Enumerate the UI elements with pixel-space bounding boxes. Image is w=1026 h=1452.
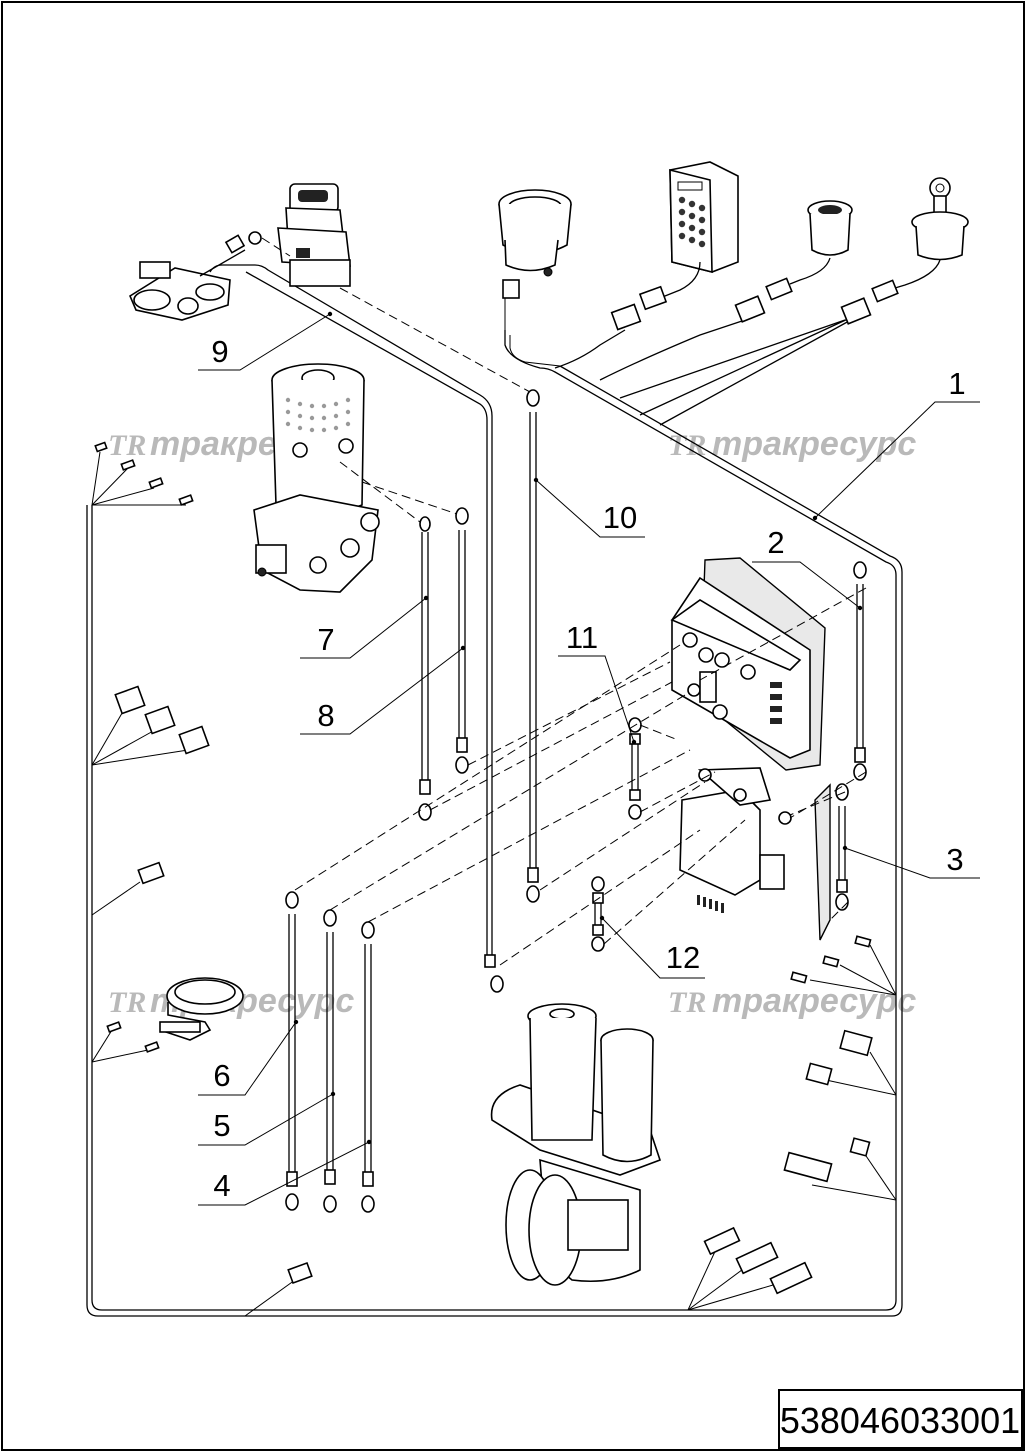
socket-icon [734, 200, 853, 323]
svg-text:6: 6 [213, 1058, 230, 1093]
terminal-group-right [790, 935, 897, 996]
cable-12 [591, 876, 605, 952]
svg-text:12: 12 [666, 940, 700, 975]
connector-group-right-mid [805, 1029, 897, 1096]
svg-text:тракресурс: тракресурс [712, 982, 916, 1020]
callout-12: 12 [599, 915, 705, 979]
callout-1: 1 [948, 366, 965, 401]
callout-10: 10 [533, 477, 645, 538]
svg-text:10: 10 [603, 500, 637, 535]
connector-group-right-low [783, 1137, 897, 1201]
cable-8 [455, 507, 469, 774]
cable-6 [285, 891, 299, 1211]
svg-text:7: 7 [317, 622, 334, 657]
projection-lines [294, 587, 867, 966]
drive-unit-icon [490, 1003, 662, 1286]
callout-7: 7 [300, 595, 429, 659]
switch-icon [277, 183, 351, 287]
gauge-icon [498, 189, 572, 345]
svg-text:4: 4 [213, 1168, 230, 1203]
key-switch-icon [840, 177, 969, 325]
part-code-box: 538046033001 [778, 1389, 1023, 1449]
keypad-icon [610, 161, 739, 331]
svg-text:9: 9 [211, 334, 228, 369]
horn-icon [159, 977, 244, 1041]
watermark-2: TR тракресурс [668, 425, 916, 463]
callout-11: 11 [558, 620, 637, 745]
svg-text:TR: TR [108, 429, 146, 462]
cable-2 [853, 561, 867, 781]
cable-7 [418, 516, 432, 821]
cable-10 [526, 389, 540, 903]
svg-text:11: 11 [566, 620, 598, 655]
svg-text:8: 8 [317, 698, 334, 733]
part-code: 538046033001 [780, 1400, 1020, 1441]
cable-4 [361, 921, 375, 1213]
pump-motor-icon [253, 363, 380, 593]
connector-bottom-left [244, 1261, 313, 1317]
callout-2: 2 [752, 525, 863, 611]
callout-3: 3 [842, 842, 980, 879]
fuse-holder-icon [128, 231, 262, 321]
svg-text:TR: TR [668, 986, 706, 1019]
terminal-group-horn [91, 1021, 160, 1063]
svg-text:5: 5 [213, 1108, 230, 1143]
svg-text:2: 2 [767, 525, 784, 560]
callout-5: 5 [198, 1091, 336, 1146]
callout-9: 9 [198, 311, 333, 371]
svg-text:тракресурс: тракресурс [712, 425, 916, 463]
callout-8: 8 [300, 645, 466, 735]
cable-3 [835, 783, 849, 911]
callout-4: 4 [198, 1139, 372, 1206]
main-harness [86, 264, 980, 1317]
svg-text:3: 3 [946, 842, 963, 877]
connector-left-mid [91, 861, 165, 916]
terminal-group-top-left [91, 441, 194, 506]
svg-text:TR: TR [108, 986, 146, 1019]
svg-text:1: 1 [948, 366, 965, 401]
connector-group-left [91, 685, 210, 766]
controller-icon [670, 557, 831, 941]
connector-group-bottom [687, 1226, 813, 1311]
watermark-4: TR тракресурс [668, 982, 916, 1020]
cable-9-terminal [484, 954, 504, 993]
callout-6: 6 [198, 1019, 299, 1096]
svg-text:TR: TR [668, 429, 706, 462]
cable-5 [323, 909, 337, 1213]
